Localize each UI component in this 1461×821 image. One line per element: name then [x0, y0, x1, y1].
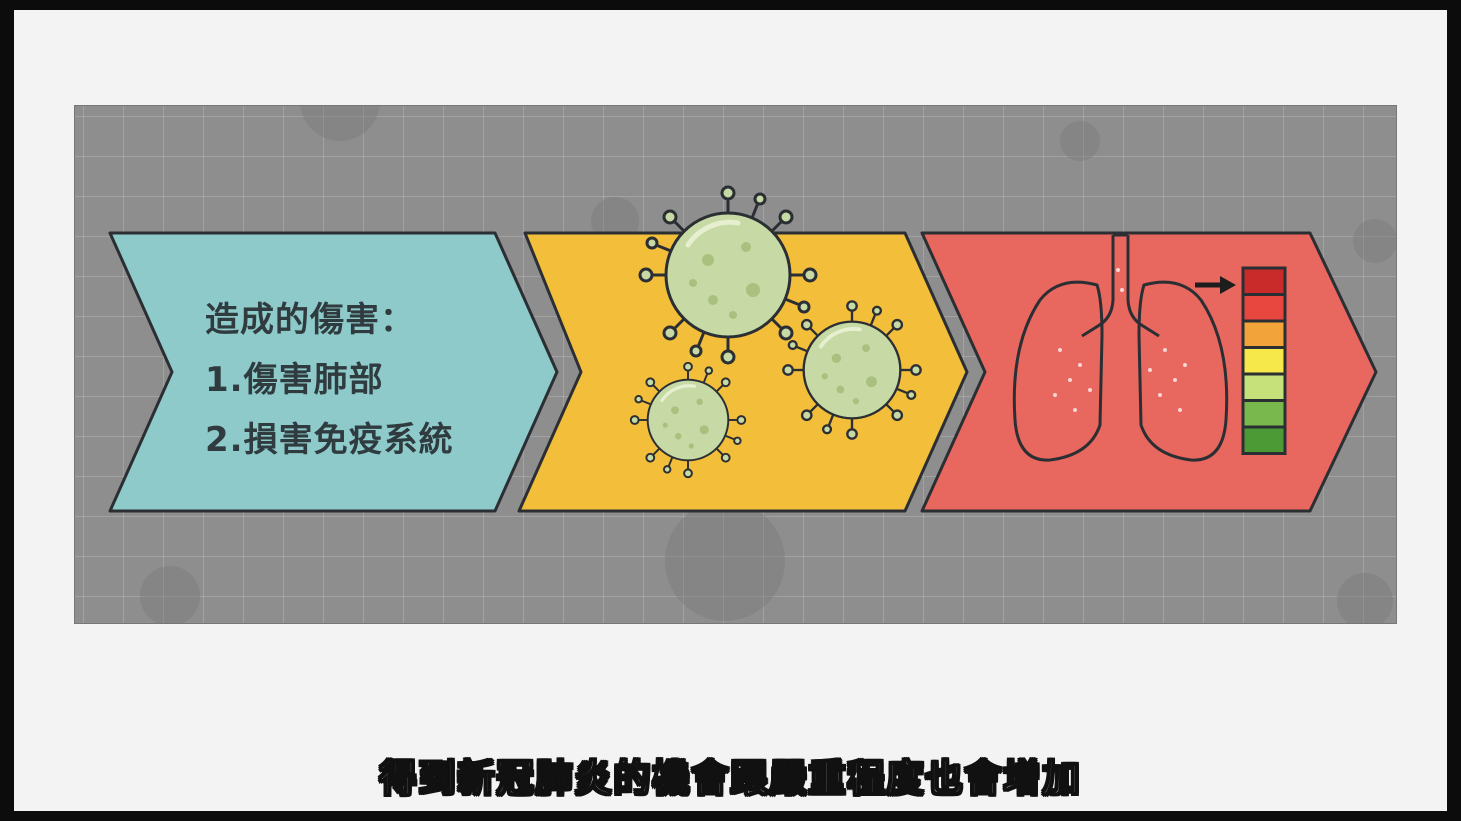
lung-spots	[1053, 268, 1187, 412]
severity-segment	[1241, 266, 1287, 296]
severity-segment	[1241, 319, 1287, 349]
chevron-lungs	[920, 231, 1378, 513]
severity-segment	[1241, 425, 1287, 455]
damage-item-immune: 2.損害免疫系統	[205, 420, 454, 460]
damage-list: 造成的傷害： 1.傷害肺部 2.損害免疫系統	[205, 290, 454, 470]
lungs-icon	[1012, 233, 1229, 462]
damage-heading: 造成的傷害：	[205, 300, 415, 340]
severity-segment	[1241, 372, 1287, 402]
subtitle-caption: 得到新冠肺炎的機會跟嚴重程度也會增加	[379, 756, 1082, 801]
severity-segment	[1241, 399, 1287, 429]
severity-segment	[1241, 346, 1287, 376]
damage-item-lungs: 1.傷害肺部	[205, 360, 384, 400]
arrow-right-icon	[1195, 276, 1236, 294]
chevron-damage	[108, 231, 559, 513]
severity-meter-icon	[1241, 266, 1287, 455]
severity-segment	[1241, 293, 1287, 323]
